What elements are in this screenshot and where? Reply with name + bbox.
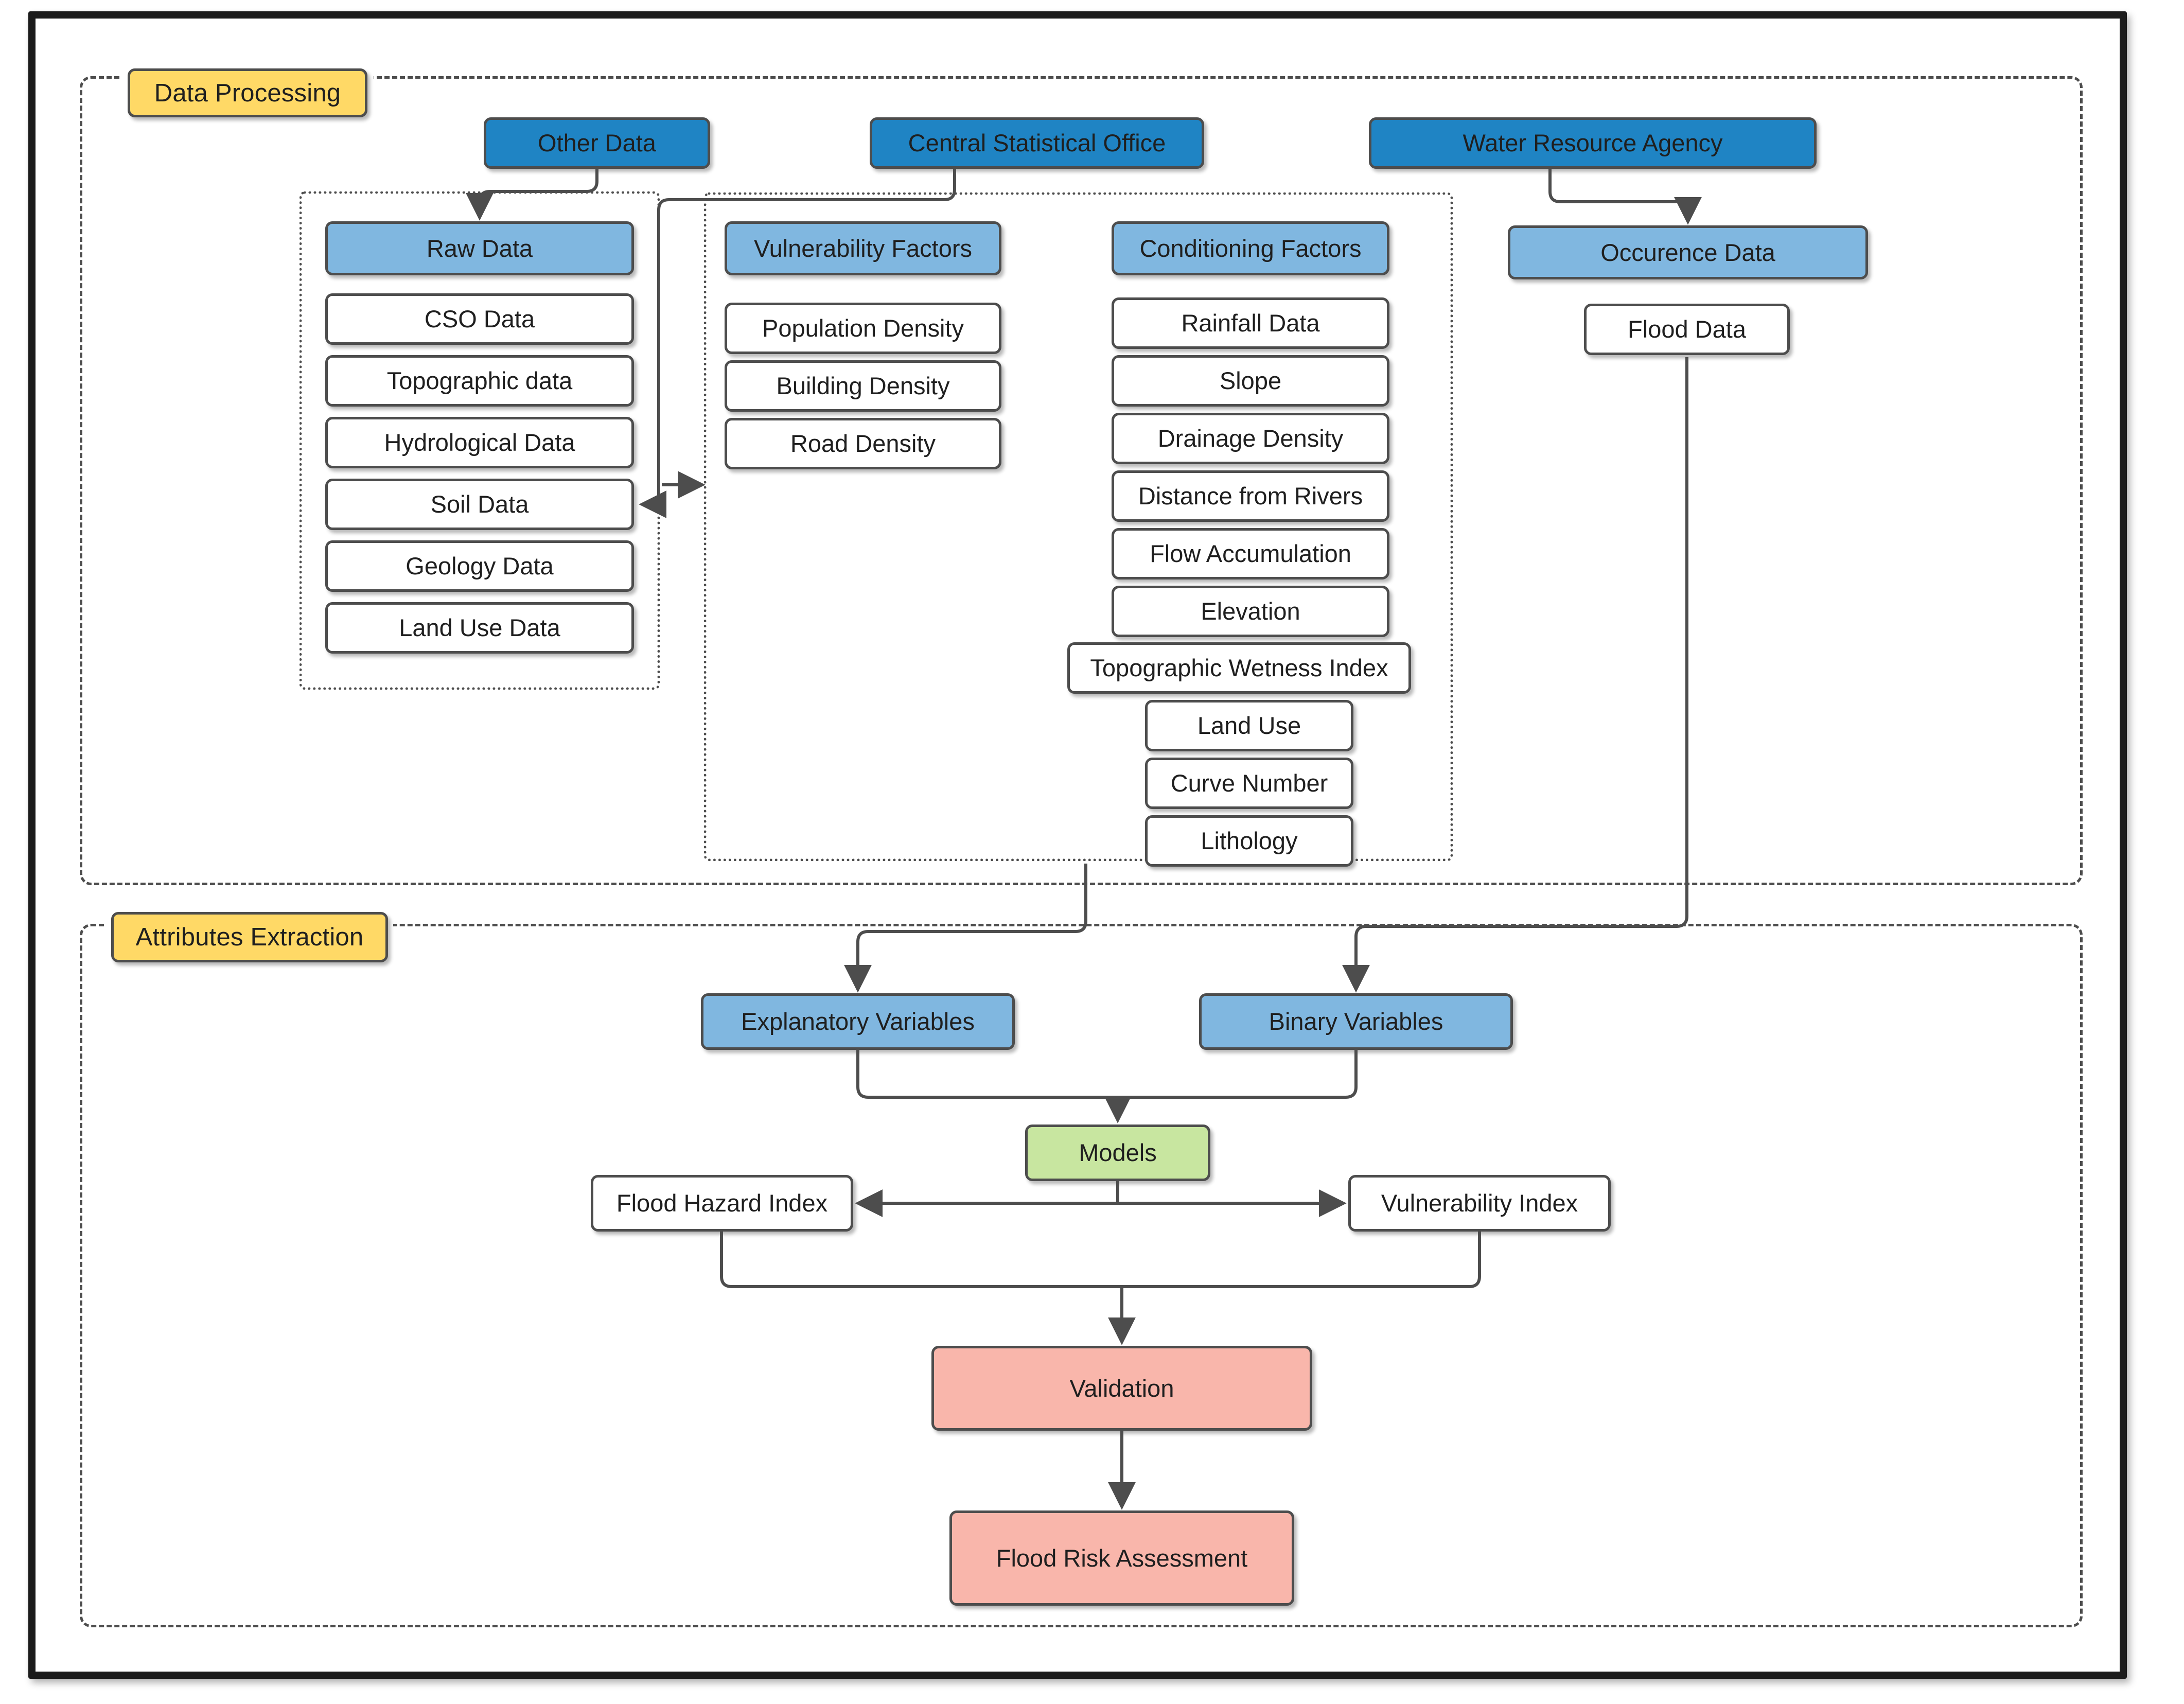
node-road-density[interactable]: Road Density bbox=[725, 418, 1001, 469]
node-water-resource-agency[interactable]: Water Resource Agency bbox=[1369, 117, 1817, 169]
lane-label-attributes-extraction: Attributes Extraction bbox=[111, 912, 388, 962]
node-other-data[interactable]: Other Data bbox=[484, 117, 710, 169]
node-central-statistical-office[interactable]: Central Statistical Office bbox=[870, 117, 1204, 169]
lane-label-data-processing: Data Processing bbox=[128, 68, 367, 117]
node-slope[interactable]: Slope bbox=[1112, 355, 1389, 407]
node-models[interactable]: Models bbox=[1025, 1125, 1210, 1181]
node-topographic-wetness-index[interactable]: Topographic Wetness Index bbox=[1067, 642, 1411, 694]
node-land-use-data[interactable]: Land Use Data bbox=[325, 602, 634, 654]
node-flood-data[interactable]: Flood Data bbox=[1584, 304, 1790, 355]
node-rainfall-data[interactable]: Rainfall Data bbox=[1112, 297, 1389, 349]
node-land-use[interactable]: Land Use bbox=[1145, 700, 1353, 751]
node-binary-variables[interactable]: Binary Variables bbox=[1199, 993, 1513, 1050]
node-curve-number[interactable]: Curve Number bbox=[1145, 758, 1353, 809]
node-cso-data[interactable]: CSO Data bbox=[325, 293, 634, 345]
node-validation[interactable]: Validation bbox=[931, 1346, 1312, 1431]
node-geology-data[interactable]: Geology Data bbox=[325, 540, 634, 592]
node-explanatory-variables[interactable]: Explanatory Variables bbox=[701, 993, 1015, 1050]
node-lithology[interactable]: Lithology bbox=[1145, 815, 1353, 867]
node-drainage-density[interactable]: Drainage Density bbox=[1112, 413, 1389, 464]
node-hydrological-data[interactable]: Hydrological Data bbox=[325, 417, 634, 468]
node-vulnerability-index[interactable]: Vulnerability Index bbox=[1348, 1175, 1611, 1232]
node-elevation[interactable]: Elevation bbox=[1112, 586, 1389, 637]
node-topographic-data[interactable]: Topographic data bbox=[325, 355, 634, 407]
node-distance-from-rivers[interactable]: Distance from Rivers bbox=[1112, 470, 1389, 522]
node-soil-data[interactable]: Soil Data bbox=[325, 479, 634, 530]
node-population-density[interactable]: Population Density bbox=[725, 303, 1001, 354]
node-flood-risk-assessment[interactable]: Flood Risk Assessment bbox=[949, 1510, 1294, 1606]
node-occurence-data-header[interactable]: Occurence Data bbox=[1508, 225, 1868, 279]
node-conditioning-factors-header[interactable]: Conditioning Factors bbox=[1112, 221, 1389, 275]
node-vulnerability-factors-header[interactable]: Vulnerability Factors bbox=[725, 221, 1001, 275]
node-flood-hazard-index[interactable]: Flood Hazard Index bbox=[591, 1175, 853, 1232]
node-raw-data-header[interactable]: Raw Data bbox=[325, 221, 634, 275]
node-building-density[interactable]: Building Density bbox=[725, 360, 1001, 412]
node-flow-accumulation[interactable]: Flow Accumulation bbox=[1112, 528, 1389, 579]
